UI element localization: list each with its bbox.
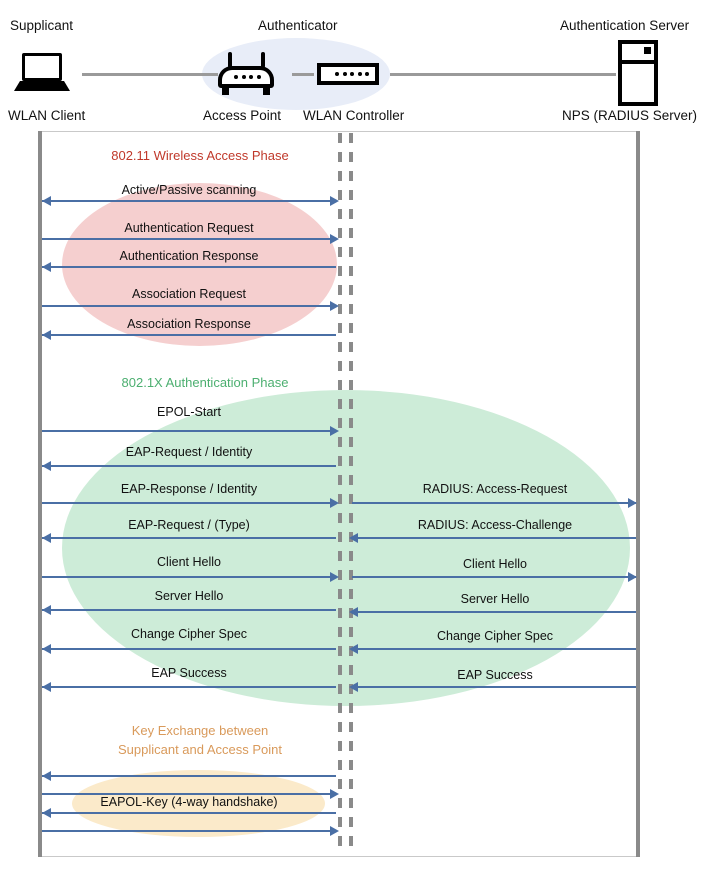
wlan-controller-icon (317, 63, 379, 85)
arrow-head-left (42, 330, 51, 340)
arrow-head-left (42, 771, 51, 781)
message-label: EAPOL-Key (4-way handshake) (100, 795, 278, 809)
arrow-head-left (42, 644, 51, 654)
message-label: Association Response (127, 317, 251, 331)
arrow-head-left (42, 461, 51, 471)
message-arrow-line (42, 238, 336, 240)
arrow-head-left (42, 196, 51, 206)
message-arrow-line (42, 793, 336, 795)
message-label: EAP Success (457, 668, 533, 682)
message-label: EAP-Request / (Type) (128, 518, 250, 532)
link-client-to-ap (82, 73, 218, 76)
arrow-head-left (42, 682, 51, 692)
actor-role-supplicant: Supplicant (10, 18, 74, 33)
arrow-head-left (42, 808, 51, 818)
message-label: EAP Success (151, 666, 227, 680)
actor-role-authenticator: Authenticator (258, 18, 338, 33)
message-arrow-line (42, 465, 336, 467)
actor-role-authentication-server: Authentication Server (560, 18, 690, 33)
arrow-head-left (42, 262, 51, 272)
phase-802-11-blob (62, 183, 337, 346)
message-arrow-line (42, 576, 336, 578)
message-arrow-line (42, 502, 336, 504)
message-label: Authentication Response (119, 249, 259, 263)
arrow-head-right (330, 196, 339, 206)
actor-device-access-point: Access Point (203, 108, 282, 123)
lifeline-supplicant (38, 131, 42, 857)
message-label: EAP-Response / Identity (120, 482, 258, 496)
message-label: Client Hello (463, 557, 527, 571)
message-arrow-line (42, 648, 336, 650)
message-label: Authentication Request (124, 221, 254, 235)
lifeline-authentication-server (636, 131, 640, 857)
access-point-icon (218, 52, 274, 95)
lifeline-access-point (338, 133, 342, 855)
arrow-head-left (349, 682, 358, 692)
arrow-head-right (330, 426, 339, 436)
message-arrow-line (42, 609, 336, 611)
arrow-head-left (42, 605, 51, 615)
arrow-head-right (628, 498, 637, 508)
link-ap-to-controller (292, 73, 314, 76)
arrow-head-right (330, 498, 339, 508)
arrow-head-right (330, 234, 339, 244)
phase-title-802-1x: 802.1X Authentication Phase (121, 375, 289, 390)
message-arrow-line (42, 775, 336, 777)
phase-802-1x-blob (62, 390, 630, 706)
message-arrow-line (42, 430, 336, 432)
message-arrow-line (42, 305, 336, 307)
message-label: Association Request (132, 287, 246, 301)
message-arrow-line (352, 611, 636, 613)
phase-title-802-11: 802.11 Wireless Access Phase (111, 148, 289, 163)
message-arrow-line (352, 686, 636, 688)
arrow-head-left (42, 533, 51, 543)
server-icon (618, 40, 658, 106)
arrow-head-right (330, 789, 339, 799)
message-arrow-line (42, 200, 336, 202)
message-arrow-line (42, 266, 336, 268)
message-label: RADIUS: Access-Request (422, 482, 568, 496)
actor-device-wlan-controller: WLAN Controller (303, 108, 405, 123)
message-arrow-line (352, 502, 636, 504)
message-label: EAP-Request / Identity (125, 445, 253, 459)
arrow-head-right (330, 826, 339, 836)
arrow-head-left (349, 644, 358, 654)
message-label: Change Cipher Spec (130, 627, 248, 641)
message-label: Server Hello (154, 589, 224, 603)
message-arrow-line (42, 537, 336, 539)
arrow-head-left (349, 533, 358, 543)
laptop-icon (14, 53, 70, 91)
message-label: Client Hello (157, 555, 221, 569)
message-arrow-line (352, 576, 636, 578)
link-controller-to-server (390, 73, 616, 76)
arrow-head-right (330, 301, 339, 311)
message-label: Active/Passive scanning (121, 183, 257, 197)
message-label: Server Hello (460, 592, 530, 606)
message-label: Change Cipher Spec (436, 629, 554, 643)
message-label: EPOL-Start (157, 405, 221, 419)
message-arrow-line (42, 812, 336, 814)
actor-device-wlan-client: WLAN Client (8, 108, 86, 123)
arrow-head-right (330, 572, 339, 582)
message-arrow-line (352, 537, 636, 539)
message-label: RADIUS: Access-Challenge (417, 518, 573, 532)
arrow-head-left (349, 607, 358, 617)
message-arrow-line (352, 648, 636, 650)
lifeline-wlan-controller (349, 133, 353, 855)
phase-key-exchange-blob (72, 770, 325, 837)
actor-device-nps-radius-server: NPS (RADIUS Server) (562, 108, 698, 123)
phase-title-key-exchange: Key Exchange between Supplicant and Acce… (117, 723, 283, 757)
message-arrow-line (42, 334, 336, 336)
arrow-head-right (628, 572, 637, 582)
message-arrow-line (42, 686, 336, 688)
message-arrow-line (42, 830, 336, 832)
